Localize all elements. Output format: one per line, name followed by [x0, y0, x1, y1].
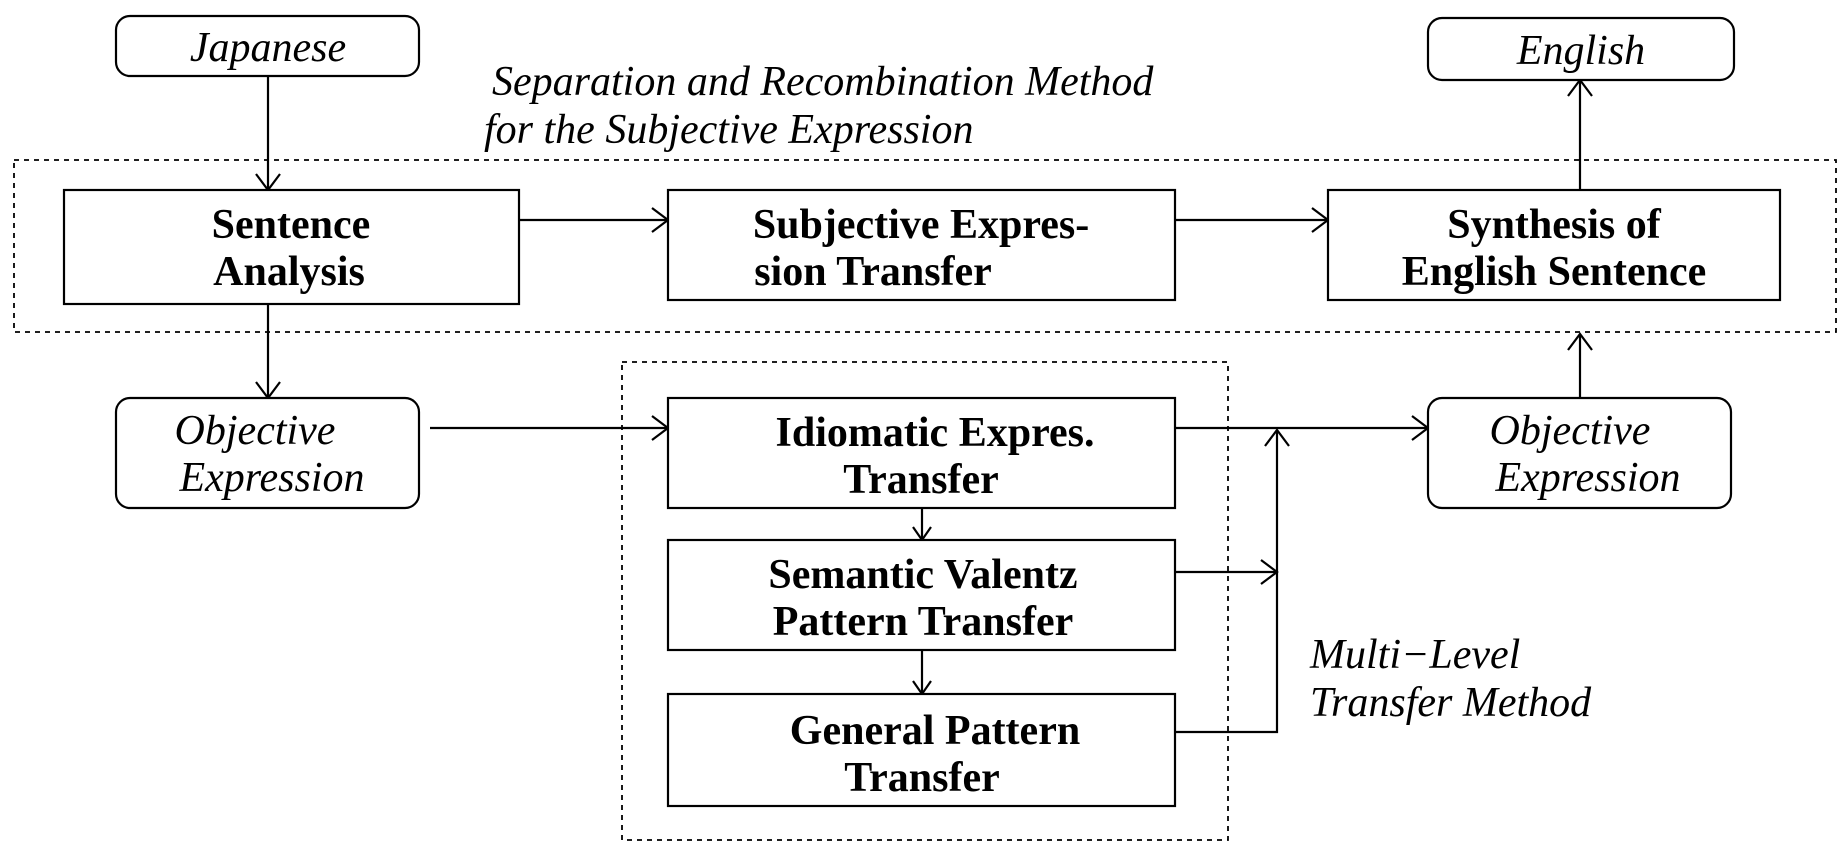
general-pattern-node: General Pattern Transfer [666, 692, 1177, 808]
semantic-valentz-line1: Semantic Valentz [768, 552, 1077, 598]
idiomatic-line2: Transfer [843, 457, 999, 503]
separation-method-region [13, 159, 1837, 333]
synthesis-line1: Synthesis of [1447, 202, 1662, 248]
arrowhead [1264, 428, 1290, 447]
general-pattern-line2: Transfer [844, 755, 1000, 801]
separation-method-title-line2: for the Subjective Expression [484, 107, 973, 153]
general-pattern-line1: General Pattern [790, 708, 1080, 754]
english-label: English [1516, 28, 1645, 74]
objective-expression-left-node: Objective Expression [114, 396, 421, 510]
idiomatic-line1: Idiomatic Expres. [776, 410, 1095, 456]
synthesis-line2: English Sentence [1402, 249, 1707, 295]
objective-expression-right-node: Objective Expression [1426, 396, 1733, 510]
synthesis-node: Synthesis of English Sentence [1326, 188, 1782, 302]
separation-method-title-line1: Separation and Recombination Method [492, 59, 1154, 105]
semantic-valentz-node: Semantic Valentz Pattern Transfer [666, 538, 1177, 652]
english-node: English [1426, 16, 1736, 82]
arrowhead [1567, 332, 1593, 351]
objective-left-line2: Expression [178, 455, 364, 501]
japanese-label: Japanese [190, 25, 346, 71]
sentence-analysis-line2: Analysis [213, 249, 365, 295]
multi-level-title-line1: Multi−Level [1309, 632, 1520, 678]
sentence-analysis-node: Sentence Analysis [62, 188, 521, 306]
sentence-analysis-line1: Sentence [212, 202, 371, 248]
idiomatic-transfer-node: Idiomatic Expres. Transfer [666, 396, 1177, 510]
multi-level-merge-line [1175, 430, 1279, 734]
semantic-valentz-line2: Pattern Transfer [773, 599, 1074, 645]
objective-left-line1: Objective [175, 408, 336, 454]
japanese-node: Japanese [114, 14, 421, 78]
objective-right-line1: Objective [1490, 408, 1651, 454]
subjective-transfer-line2: sion Transfer [754, 249, 992, 295]
multi-level-region [621, 361, 1229, 841]
objective-right-line2: Expression [1494, 455, 1680, 501]
subjective-transfer-node: Subjective Expres- sion Transfer [666, 188, 1177, 302]
arrowhead [1260, 559, 1279, 585]
subjective-transfer-line1: Subjective Expres- [753, 202, 1089, 248]
multi-level-title-line2: Transfer Method [1310, 680, 1592, 726]
